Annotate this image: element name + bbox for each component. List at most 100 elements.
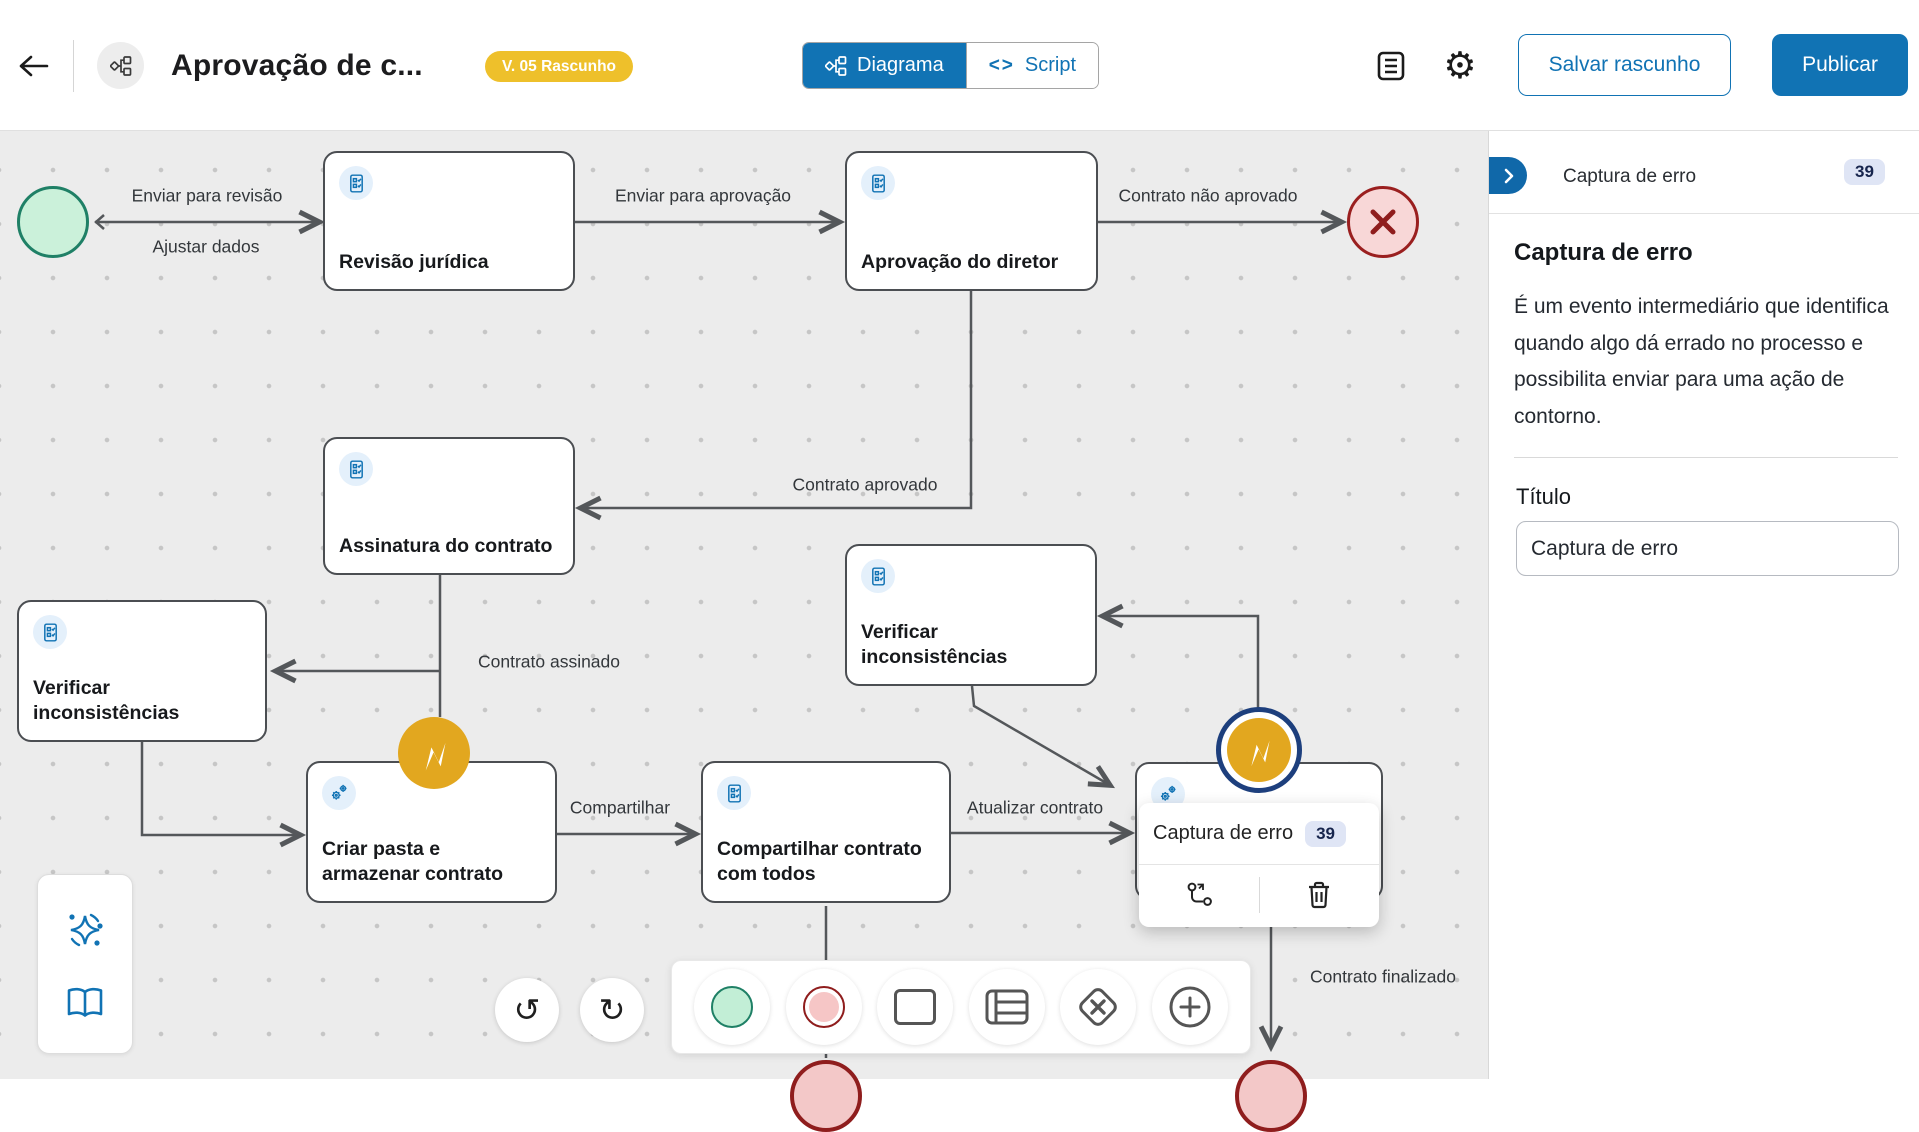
task-label: Revisão jurídica bbox=[339, 251, 489, 274]
ai-assistant-button[interactable] bbox=[63, 908, 107, 952]
view-switcher: Diagrama <> Script bbox=[802, 42, 1100, 89]
task-verificar-inconsistencias-left[interactable]: Verificar inconsistências bbox=[17, 600, 267, 742]
x-icon bbox=[1370, 209, 1396, 235]
tab-script[interactable]: <> Script bbox=[965, 43, 1099, 88]
palette-task[interactable] bbox=[877, 969, 954, 1045]
palette-start-event[interactable] bbox=[694, 969, 770, 1045]
shape-palette bbox=[671, 960, 1251, 1054]
delete-node-button[interactable] bbox=[1260, 865, 1380, 925]
task-compartilhar-contrato[interactable]: Compartilhar contrato com todos bbox=[701, 761, 951, 903]
palette-end-event[interactable] bbox=[785, 969, 862, 1045]
task-label: Verificar inconsistências bbox=[33, 676, 180, 725]
book-icon bbox=[67, 987, 103, 1017]
redo-icon: ↻ bbox=[598, 992, 626, 1028]
end-event-partial[interactable] bbox=[790, 1060, 862, 1132]
panel-count-badge: 39 bbox=[1844, 159, 1885, 185]
save-draft-label: Salvar rascunho bbox=[1548, 53, 1701, 76]
titulo-input[interactable] bbox=[1516, 521, 1899, 576]
canvas-side-tools bbox=[37, 874, 133, 1054]
task-label: Criar pasta e armazenar contrato bbox=[322, 837, 503, 886]
error-boundary-event-selected[interactable] bbox=[1216, 707, 1302, 793]
edge-label: Enviar para aprovação bbox=[614, 185, 792, 206]
divider bbox=[1514, 457, 1898, 458]
back-button[interactable] bbox=[10, 0, 56, 131]
edge-label: Contrato finalizado bbox=[1310, 966, 1456, 987]
form-task-icon bbox=[861, 166, 895, 200]
panel-heading: Captura de erro bbox=[1514, 239, 1693, 266]
edge-label: Ajustar dados bbox=[152, 236, 260, 257]
edge-label: Enviar para revisão bbox=[131, 185, 283, 206]
form-task-icon bbox=[861, 559, 895, 593]
task-label: Compartilhar contrato com todos bbox=[717, 837, 922, 886]
node-popup-title: Captura de erro bbox=[1153, 822, 1294, 844]
error-boundary-event[interactable] bbox=[398, 717, 470, 789]
end-event-partial[interactable] bbox=[1235, 1060, 1307, 1132]
documentation-button[interactable] bbox=[64, 986, 106, 1020]
palette-subprocess[interactable] bbox=[968, 969, 1045, 1045]
lanes-icon bbox=[985, 989, 1029, 1025]
diagram-icon bbox=[109, 55, 131, 76]
form-task-icon bbox=[339, 166, 373, 200]
end-event-icon bbox=[802, 986, 845, 1028]
publish-button[interactable]: Publicar bbox=[1772, 34, 1908, 96]
edge-label: Contrato aprovado bbox=[792, 474, 938, 495]
diagram-icon bbox=[825, 55, 847, 76]
publish-label: Publicar bbox=[1802, 53, 1878, 76]
edge-label: Compartilhar bbox=[569, 797, 671, 818]
page-title: Aprovação de c... bbox=[171, 48, 423, 82]
reroute-connection-button[interactable] bbox=[1139, 865, 1259, 925]
trash-icon bbox=[1309, 881, 1330, 909]
panel-description: É um evento intermediário que identifica… bbox=[1514, 295, 1889, 428]
undo-icon: ↺ bbox=[513, 992, 541, 1028]
branch-icon bbox=[1187, 882, 1212, 906]
node-context-popup: Captura de erro 39 bbox=[1139, 803, 1379, 927]
titulo-label: Título bbox=[1516, 484, 1572, 509]
panel-title: Captura de erro bbox=[1563, 166, 1697, 187]
tab-diagrama-label: Diagrama bbox=[857, 54, 944, 76]
edge-label: Contrato assinado bbox=[477, 651, 621, 672]
gear-icon: ⚙ bbox=[1443, 45, 1477, 86]
task-aprovacao-diretor[interactable]: Aprovação do diretor bbox=[845, 151, 1098, 291]
task-icon bbox=[894, 989, 937, 1025]
redo-button[interactable]: ↻ bbox=[580, 978, 644, 1042]
form-task-icon bbox=[717, 776, 751, 810]
plus-circle-icon bbox=[1169, 986, 1211, 1028]
divider bbox=[1258, 877, 1260, 913]
top-bar: Aprovação de c... V. 05 Rascunho Diagram… bbox=[0, 0, 1919, 131]
gateway-x-icon bbox=[1079, 988, 1118, 1026]
settings-button[interactable]: ⚙ bbox=[1438, 0, 1482, 131]
node-count-badge: 39 bbox=[1305, 820, 1346, 847]
lightning-icon bbox=[425, 742, 446, 771]
back-arrow-icon bbox=[19, 55, 49, 76]
lightning-icon bbox=[1251, 740, 1270, 767]
document-icon bbox=[1377, 51, 1405, 80]
save-draft-button[interactable]: Salvar rascunho bbox=[1518, 34, 1731, 96]
collapse-panel-button[interactable] bbox=[1489, 157, 1527, 194]
task-label: Aprovação do diretor bbox=[861, 251, 1059, 274]
process-avatar bbox=[97, 42, 144, 89]
task-verificar-inconsistencias-right[interactable]: Verificar inconsistências bbox=[845, 544, 1097, 686]
undo-button[interactable]: ↺ bbox=[495, 978, 559, 1042]
palette-gateway[interactable] bbox=[1060, 969, 1137, 1045]
task-assinatura-contrato[interactable]: Assinatura do contrato bbox=[323, 437, 575, 575]
sparkle-icon bbox=[69, 914, 103, 947]
task-revisao-juridica[interactable]: Revisão jurídica bbox=[323, 151, 575, 291]
palette-add[interactable] bbox=[1151, 969, 1228, 1045]
divider bbox=[1489, 213, 1919, 214]
properties-panel: Captura de erro 39 Captura de erro É um … bbox=[1488, 131, 1919, 1079]
start-event[interactable] bbox=[17, 186, 89, 258]
tab-diagrama[interactable]: Diagrama bbox=[803, 43, 966, 88]
task-label: Verificar inconsistências bbox=[861, 620, 1008, 669]
task-label: Assinatura do contrato bbox=[339, 535, 553, 558]
form-task-icon bbox=[339, 452, 373, 486]
form-task-icon bbox=[33, 615, 67, 649]
edge-label: Atualizar contrato bbox=[966, 797, 1104, 818]
tab-script-label: Script bbox=[1024, 54, 1077, 76]
chevron-right-icon bbox=[1504, 168, 1514, 183]
notes-button[interactable] bbox=[1372, 0, 1410, 131]
divider bbox=[73, 40, 74, 92]
edge-label: Contrato não aprovado bbox=[1118, 185, 1298, 206]
version-badge: V. 05 Rascunho bbox=[485, 51, 634, 82]
automation-task-icon bbox=[322, 776, 356, 810]
error-end-event[interactable] bbox=[1347, 186, 1419, 258]
